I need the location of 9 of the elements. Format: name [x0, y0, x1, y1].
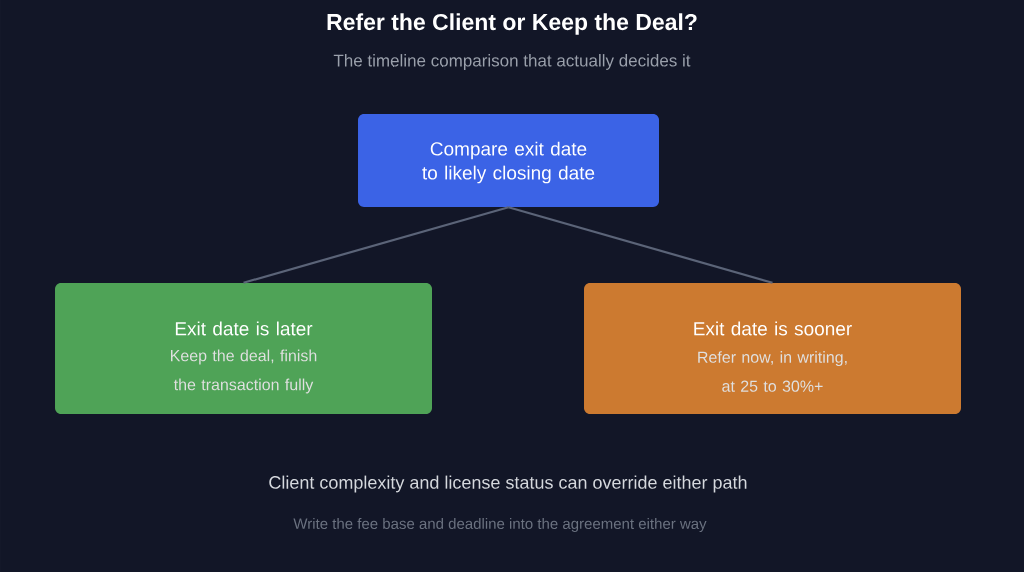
outcome-box: Exit date is later Keep the deal, finish the transaction fully	[55, 283, 432, 414]
footnote: Write the fee base and deadline into the agreement either way	[293, 518, 707, 532]
connector-line	[243, 206, 509, 284]
connector-line	[508, 206, 773, 284]
decision-box: Compare exit date to likely closing date	[358, 114, 659, 207]
subtitle: The timeline comparison that actually decides it	[333, 54, 691, 70]
title: Refer the Client or Keep the Deal?	[327, 13, 697, 35]
note: Client complexity and license status can override either path	[269, 475, 747, 493]
outcome-box: Exit date is sooner Refer now, in writing, at 25 to 30%+	[584, 283, 961, 414]
